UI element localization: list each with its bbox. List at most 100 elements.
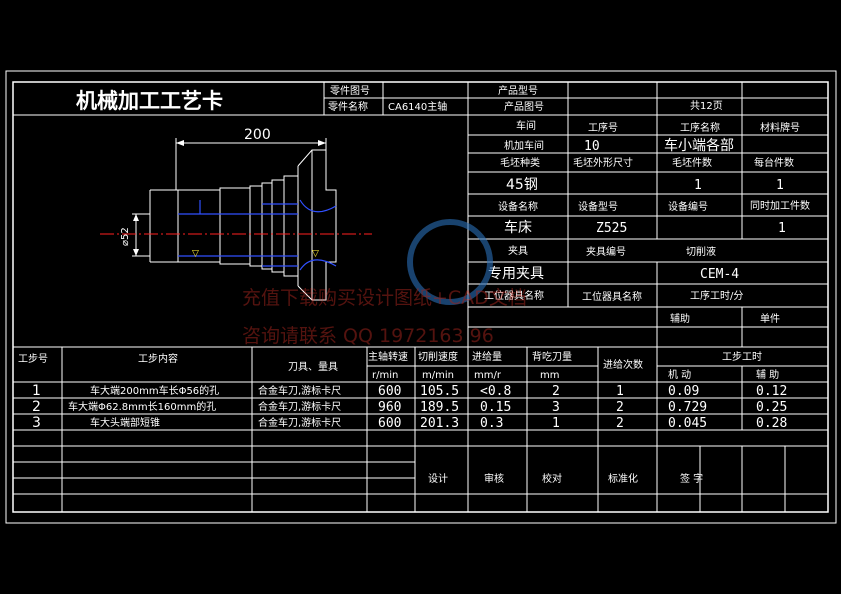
steps-grid bbox=[13, 346, 828, 512]
col-aux-time: 辅 助 bbox=[756, 368, 779, 381]
process-name-value: 车小端各部 bbox=[664, 137, 734, 154]
step-machine-time: 0.09 bbox=[668, 384, 699, 399]
unit-mmr: mm/r bbox=[474, 370, 502, 381]
blank-size-label: 毛坯外形尺寸 bbox=[573, 156, 633, 169]
step-passes: 1 bbox=[616, 384, 624, 399]
design-label: 设计 bbox=[428, 472, 448, 485]
roughness-mark-2: ▽ bbox=[312, 249, 319, 259]
equip-model-value: Z525 bbox=[596, 221, 627, 236]
col-feed: 进给量 bbox=[472, 350, 502, 363]
watermark-line-2: 咨询请联系 QQ 1972163 96 bbox=[242, 325, 494, 347]
unit-rmin: r/min bbox=[372, 370, 398, 381]
col-cut-speed: 切削速度 bbox=[418, 350, 458, 363]
product-drawing-label: 产品图号 bbox=[504, 100, 544, 113]
watermark-line-1: 充值下载购买设计图纸+CAD文档 bbox=[242, 287, 527, 309]
step-content: 车大端Φ62.8mm长160mm的孔 bbox=[68, 400, 216, 413]
material-label: 材料牌号 bbox=[760, 121, 800, 134]
standard-label: 标准化 bbox=[608, 472, 638, 485]
step-aux-time: 0.25 bbox=[756, 400, 787, 415]
col-step-time: 工步工时 bbox=[722, 351, 762, 363]
info-grid bbox=[467, 115, 828, 347]
roughness-mark-1: ▽ bbox=[192, 249, 199, 259]
equip-name-value: 车床 bbox=[504, 219, 532, 236]
step-content: 车大头端部短锥 bbox=[90, 416, 160, 429]
step-no: 2 bbox=[32, 399, 41, 415]
equip-name-label: 设备名称 bbox=[498, 200, 538, 213]
blank-count-label: 毛坯件数 bbox=[672, 156, 712, 169]
col-machine-time: 机 动 bbox=[668, 368, 691, 381]
frame bbox=[5, 70, 837, 524]
process-name-label: 工序名称 bbox=[680, 121, 720, 134]
part-name-value: CA6140主轴 bbox=[388, 100, 447, 113]
per-unit-label: 每台件数 bbox=[754, 156, 794, 169]
step-aux-time: 0.28 bbox=[756, 416, 787, 431]
part-name-label: 零件名称 bbox=[328, 100, 368, 113]
simul-parts-value: 1 bbox=[778, 221, 786, 236]
unit-mmin: m/min bbox=[422, 370, 454, 381]
product-model-label: 产品型号 bbox=[498, 84, 538, 97]
step-machine-time: 0.045 bbox=[668, 416, 707, 431]
workshop-label: 车间 bbox=[516, 119, 536, 132]
col-tools: 刀具、量具 bbox=[288, 361, 338, 373]
per-unit-value: 1 bbox=[776, 178, 784, 193]
header-grid bbox=[13, 82, 828, 116]
page-title: 机械加工工艺卡 bbox=[76, 89, 223, 113]
step-no: 3 bbox=[32, 415, 41, 431]
proof-label: 校对 bbox=[542, 472, 562, 485]
watermark: 充值下载购买设计图纸+CAD文档 咨询请联系 QQ 1972163 96 bbox=[242, 219, 527, 347]
fixture-no-label: 夹具编号 bbox=[586, 245, 626, 258]
step-vc: 201.3 bbox=[420, 416, 459, 431]
equip-model-label: 设备型号 bbox=[578, 200, 618, 213]
step-rpm: 960 bbox=[378, 400, 401, 415]
step-content: 车大端200mm车长Φ56的孔 bbox=[90, 384, 219, 397]
dim-diameter: ⌀52 bbox=[120, 227, 131, 246]
shaft-drawing: ▽ ▽ 200 ⌀52 bbox=[100, 127, 372, 301]
step-tool: 合金车刀,游标卡尺 bbox=[258, 416, 341, 429]
step-machine-time: 0.729 bbox=[668, 400, 707, 415]
col-step-no: 工步号 bbox=[18, 353, 48, 365]
step-feed: 0.3 bbox=[480, 416, 503, 431]
col-spindle-speed: 主轴转速 bbox=[368, 350, 408, 363]
coolant-label: 切削液 bbox=[686, 245, 716, 258]
fixture-label: 夹具 bbox=[508, 244, 528, 257]
sign-label: 签 字 bbox=[680, 472, 703, 485]
step-feed: 0.15 bbox=[480, 400, 511, 415]
step-rpm: 600 bbox=[378, 416, 401, 431]
step-rpm: 600 bbox=[378, 384, 401, 399]
station-tool-name-label-2: 工位器具名称 bbox=[582, 290, 642, 303]
step-vc: 105.5 bbox=[420, 384, 459, 399]
equip-no-label: 设备编号 bbox=[668, 200, 708, 213]
fixture-value: 专用夹具 bbox=[488, 266, 544, 282]
process-time-label: 工序工时/分 bbox=[690, 289, 743, 302]
blank-count-value: 1 bbox=[694, 178, 702, 193]
step-aux-time: 0.12 bbox=[756, 384, 787, 399]
part-drawing-no-label: 零件图号 bbox=[330, 85, 370, 97]
step-passes: 2 bbox=[616, 416, 624, 431]
total-pages: 共12页 bbox=[690, 100, 723, 112]
step-depth: 1 bbox=[552, 416, 560, 431]
process-no-value: 10 bbox=[584, 139, 600, 154]
step-tool: 合金车刀,游标卡尺 bbox=[258, 384, 341, 397]
step-passes: 2 bbox=[616, 400, 624, 415]
step-no: 1 bbox=[32, 383, 41, 399]
col-depth: 背吃刀量 bbox=[532, 350, 572, 363]
workshop-value: 机加车间 bbox=[504, 139, 544, 152]
simul-parts-label: 同时加工件数 bbox=[750, 199, 810, 212]
table-row: 3 车大头端部短锥 合金车刀,游标卡尺 600 201.3 0.3 1 2 0.… bbox=[32, 415, 787, 431]
unit-mm: mm bbox=[540, 370, 559, 381]
station-tool-name-label: 工位器具名称 bbox=[484, 289, 544, 302]
step-depth: 3 bbox=[552, 400, 560, 415]
dim-length: 200 bbox=[244, 127, 271, 143]
review-label: 审核 bbox=[484, 472, 504, 485]
step-depth: 2 bbox=[552, 384, 560, 399]
blank-type-label: 毛坯种类 bbox=[500, 156, 540, 169]
step-vc: 189.5 bbox=[420, 400, 459, 415]
step-tool: 合金车刀,游标卡尺 bbox=[258, 400, 341, 413]
table-row: 2 车大端Φ62.8mm长160mm的孔 合金车刀,游标卡尺 960 189.5… bbox=[32, 399, 787, 415]
blank-type-value: 45钢 bbox=[506, 177, 538, 193]
watermark-logo-icon bbox=[407, 219, 493, 305]
aux-label: 辅助 bbox=[670, 312, 690, 325]
col-passes: 进给次数 bbox=[603, 358, 643, 371]
coolant-value: CEM-4 bbox=[700, 267, 739, 282]
